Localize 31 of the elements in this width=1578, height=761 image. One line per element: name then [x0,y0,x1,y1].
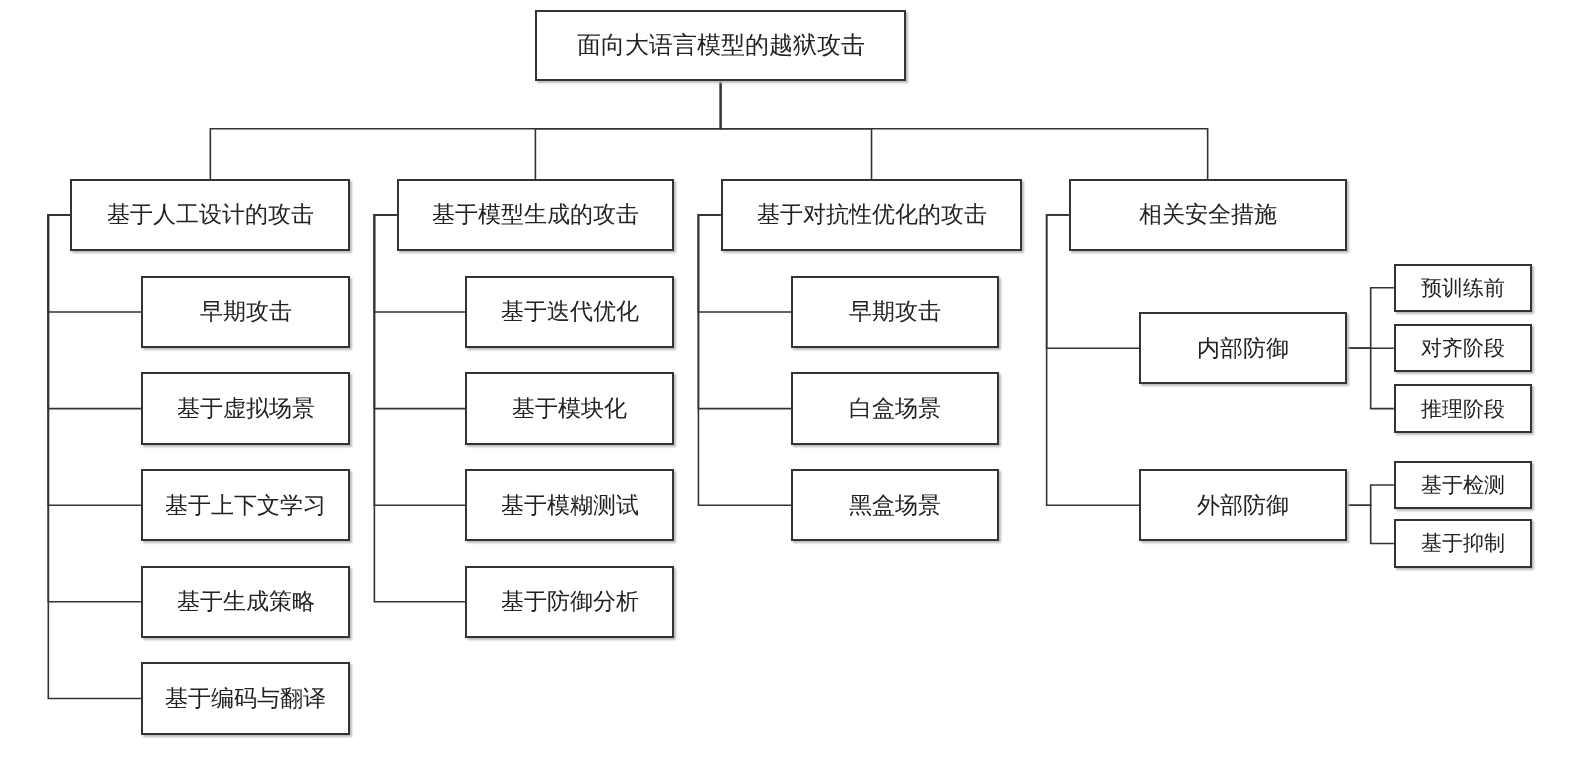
category-box: 基于模糊测试 [464,468,675,542]
category-box: 早期攻击 [791,275,1000,349]
connector-line [697,214,792,506]
category-box: 基于虚拟场景 [140,372,351,445]
category-box: 黑盒场景 [791,468,1000,542]
category-box: 相关安全措施 [1068,179,1347,251]
connector-line [1045,214,1140,506]
category-box: 外部防御 [1139,468,1347,542]
category-box: 基于编码与翻译 [140,662,351,735]
category-box: 基于检测 [1393,460,1532,510]
category-box: 基于迭代优化 [464,275,675,349]
category-box: 基于人工设计的攻击 [70,179,351,251]
category-box: 基于上下文学习 [140,468,351,542]
category-box: 基于对抗性优化的攻击 [720,179,1023,251]
connector-line [1345,347,1395,410]
category-box: 基于生成策略 [140,565,351,639]
category-box: 基于模型生成的攻击 [396,179,675,251]
connector-line [719,79,1209,180]
category-box: 白盒场景 [791,372,1000,445]
connector-line [1345,504,1395,545]
connector-line [47,214,142,700]
category-box: 基于模块化 [464,372,675,445]
title-box: 面向大语言模型的越狱攻击 [535,10,906,81]
category-box: 预训练前 [1393,263,1532,312]
category-box: 基于抑制 [1393,519,1532,568]
category-box: 早期攻击 [140,275,351,349]
category-box: 内部防御 [1139,311,1347,385]
category-box: 对齐阶段 [1393,324,1532,373]
category-box: 推理阶段 [1393,384,1532,433]
category-box: 基于防御分析 [464,565,675,639]
connector-line [373,214,466,603]
